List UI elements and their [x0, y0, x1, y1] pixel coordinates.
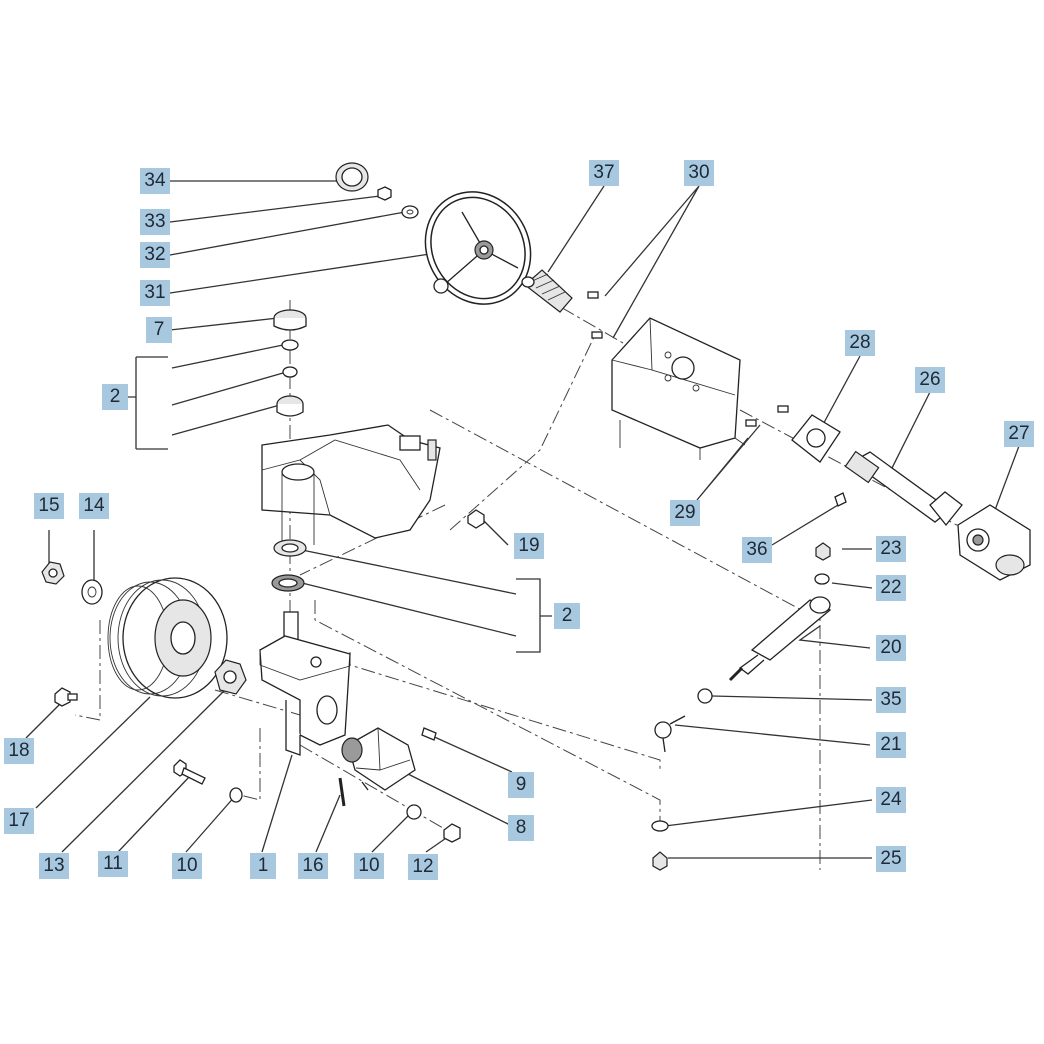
part-36-key	[834, 492, 847, 507]
part-29-bolts	[745, 405, 789, 427]
part-28-plate	[791, 414, 841, 463]
callout-27[interactable]: 27	[1004, 421, 1034, 447]
part-18-stud	[54, 687, 78, 707]
part-30-bolts	[587, 291, 603, 339]
callout-20[interactable]: 20	[876, 635, 906, 661]
callout-10-left[interactable]: 10	[172, 853, 202, 879]
callout-10-right[interactable]: 10	[354, 853, 384, 879]
callout-19[interactable]: 19	[514, 533, 544, 559]
part-12-nut	[443, 823, 461, 843]
part-15-lug-nut	[41, 561, 65, 585]
part-2-bearing-bottom	[271, 539, 307, 592]
part-17-tire	[107, 577, 228, 699]
part-25-nut	[652, 851, 668, 871]
steering-column-housing	[611, 317, 746, 460]
part-13-hub	[214, 659, 247, 695]
part-2-bearing-top	[276, 339, 304, 417]
part-33-nut	[377, 186, 392, 201]
part-37-boot	[521, 269, 573, 313]
part-26-shaft	[844, 450, 963, 527]
part-11-bolt	[173, 759, 206, 785]
callout-22[interactable]: 22	[876, 575, 906, 601]
callout-31[interactable]: 31	[140, 280, 170, 306]
callout-16[interactable]: 16	[298, 853, 328, 879]
part-31-steering-wheel	[424, 191, 532, 305]
callout-2-bottom[interactable]: 2	[554, 603, 580, 629]
part-16-pin	[338, 777, 346, 807]
callout-33[interactable]: 33	[140, 209, 170, 235]
part-21-tie-rod-end	[654, 715, 686, 753]
part-27-steering-unit	[957, 504, 1031, 581]
part-23-nut	[815, 542, 831, 561]
callout-2-top[interactable]: 2	[102, 384, 128, 410]
callout-9[interactable]: 9	[508, 772, 534, 798]
callout-7[interactable]: 7	[146, 317, 172, 343]
part-20-cylinder	[728, 596, 832, 682]
callout-17[interactable]: 17	[4, 808, 34, 834]
callout-21[interactable]: 21	[876, 732, 906, 758]
part-10-washer-right	[406, 804, 422, 820]
center-lines	[74, 294, 986, 870]
callout-35[interactable]: 35	[876, 687, 906, 713]
callout-26[interactable]: 26	[915, 367, 945, 393]
part-22-washer	[814, 573, 830, 585]
callout-30[interactable]: 30	[684, 160, 714, 186]
callout-15[interactable]: 15	[34, 493, 64, 519]
part-14-washer	[81, 579, 103, 605]
leader-lines	[25, 180, 1020, 859]
part-24-washer	[651, 820, 669, 832]
chassis-frame	[261, 424, 441, 545]
callout-29[interactable]: 29	[670, 500, 700, 526]
part-34-horn-cap	[335, 162, 369, 192]
callout-25[interactable]: 25	[876, 846, 906, 872]
callout-23[interactable]: 23	[876, 536, 906, 562]
callout-13[interactable]: 13	[39, 853, 69, 879]
part-1-wheel-fork	[259, 611, 351, 756]
part-35-washer	[697, 688, 713, 704]
part-19-fitting	[467, 509, 485, 529]
callout-1[interactable]: 1	[250, 853, 276, 879]
part-7-dust-cap	[273, 309, 307, 331]
callout-8[interactable]: 8	[508, 815, 534, 841]
callout-37[interactable]: 37	[589, 160, 619, 186]
callout-28[interactable]: 28	[845, 330, 875, 356]
callout-32[interactable]: 32	[140, 242, 170, 268]
callout-34[interactable]: 34	[140, 168, 170, 194]
part-8-wheel-motor	[341, 727, 416, 791]
callout-11[interactable]: 11	[98, 851, 128, 877]
part-9-key	[421, 727, 437, 741]
part-32-washer	[401, 205, 419, 219]
part-10-washer-left	[229, 787, 243, 803]
callout-36[interactable]: 36	[742, 537, 772, 563]
callout-24[interactable]: 24	[876, 787, 906, 813]
callout-14[interactable]: 14	[79, 493, 109, 519]
callout-18[interactable]: 18	[4, 738, 34, 764]
callout-12[interactable]: 12	[408, 854, 438, 880]
